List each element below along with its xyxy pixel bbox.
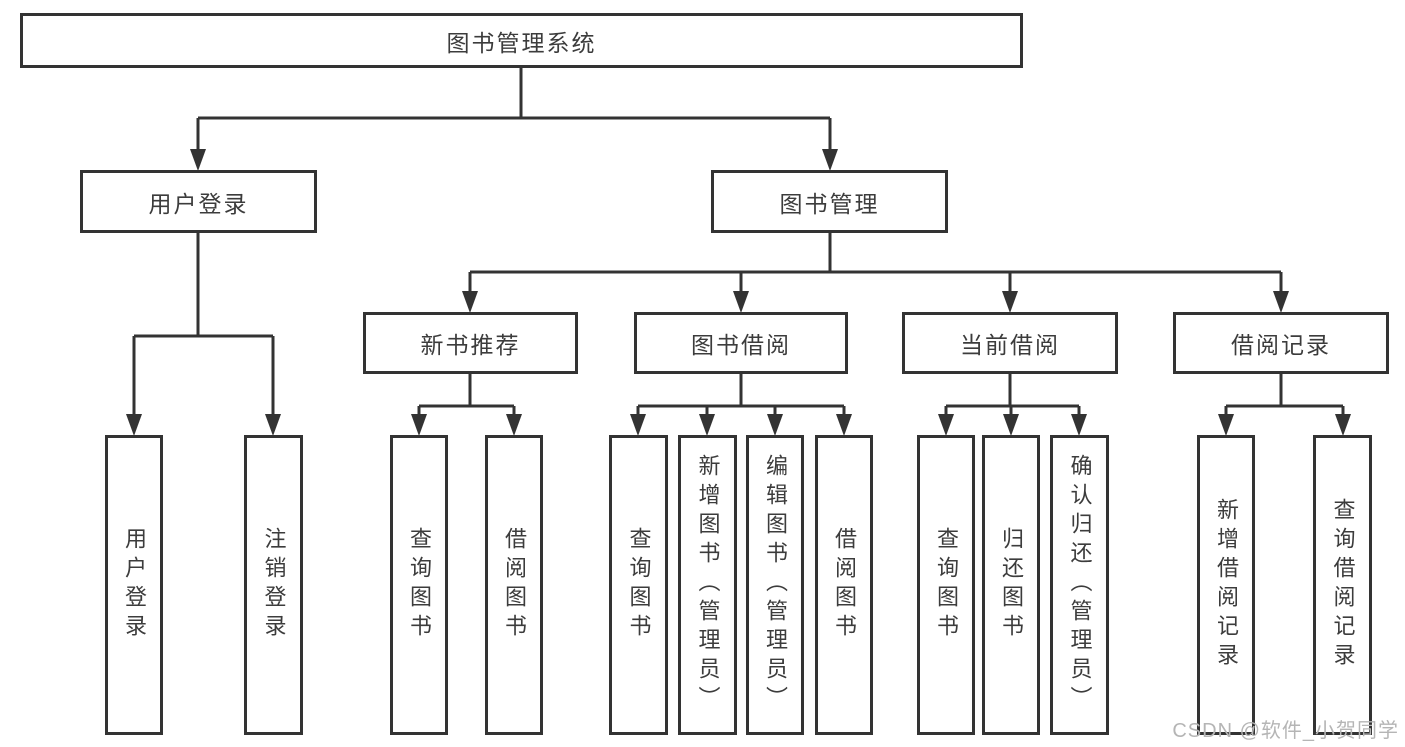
node-label-book-borrowing: 图书借阅 [691, 332, 791, 358]
node-label-leaf-return-books: 归还图书 [999, 526, 1024, 644]
node-new-book-recommend: 新书推荐 [363, 312, 578, 374]
node-borrowing-records: 借阅记录 [1173, 312, 1389, 374]
node-leaf-query-books-recommend: 查询图书 [390, 435, 448, 735]
node-leaf-logout: 注销登录 [244, 435, 303, 735]
node-label-borrowing-records: 借阅记录 [1231, 332, 1331, 358]
node-label-leaf-borrow-books-recommend: 借阅图书 [502, 526, 527, 644]
node-book-borrowing: 图书借阅 [634, 312, 848, 374]
node-leaf-add-books-admin: 新增图书（管理员） [678, 435, 737, 735]
node-user-login: 用户登录 [80, 170, 317, 233]
node-label-leaf-query-books-borrowing: 查询图书 [626, 526, 652, 644]
node-label-leaf-query-books-recommend: 查询图书 [407, 526, 432, 644]
node-book-management: 图书管理 [711, 170, 948, 233]
node-leaf-query-books-borrowing: 查询图书 [609, 435, 668, 735]
node-label-leaf-query-books-current: 查询图书 [934, 526, 959, 644]
node-label-leaf-user-login: 用户登录 [122, 526, 147, 644]
node-leaf-confirm-return-admin: 确认归还（管理员） [1050, 435, 1109, 735]
node-label-user-login: 用户登录 [148, 190, 249, 217]
node-leaf-edit-books-admin: 编辑图书（管理员） [746, 435, 804, 735]
node-current-borrowing: 当前借阅 [902, 312, 1118, 374]
node-leaf-user-login: 用户登录 [105, 435, 163, 735]
node-root-system: 图书管理系统 [20, 13, 1023, 68]
watermark: CSDN @软件_小贺同学 [1172, 720, 1399, 742]
node-label-leaf-edit-books-admin: 编辑图书（管理员） [763, 454, 788, 716]
node-label-leaf-borrow-books-borrowing: 借阅图书 [832, 526, 857, 644]
node-label-root-system: 图书管理系统 [446, 29, 597, 56]
node-label-leaf-query-borrow-record: 查询借阅记录 [1330, 497, 1356, 673]
node-leaf-add-borrow-record: 新增借阅记录 [1197, 435, 1255, 735]
node-label-leaf-add-books-admin: 新增图书（管理员） [695, 454, 721, 716]
node-label-current-borrowing: 当前借阅 [960, 332, 1060, 358]
node-label-leaf-logout: 注销登录 [261, 526, 287, 644]
node-label-leaf-confirm-return-admin: 确认归还（管理员） [1067, 454, 1093, 716]
node-leaf-query-borrow-record: 查询借阅记录 [1313, 435, 1372, 735]
node-label-leaf-add-borrow-record: 新增借阅记录 [1214, 497, 1239, 673]
node-label-book-management: 图书管理 [779, 190, 880, 217]
node-leaf-borrow-books-borrowing: 借阅图书 [815, 435, 873, 735]
node-leaf-return-books: 归还图书 [982, 435, 1040, 735]
node-leaf-query-books-current: 查询图书 [917, 435, 975, 735]
node-leaf-borrow-books-recommend: 借阅图书 [485, 435, 543, 735]
node-label-new-book-recommend: 新书推荐 [420, 332, 521, 358]
